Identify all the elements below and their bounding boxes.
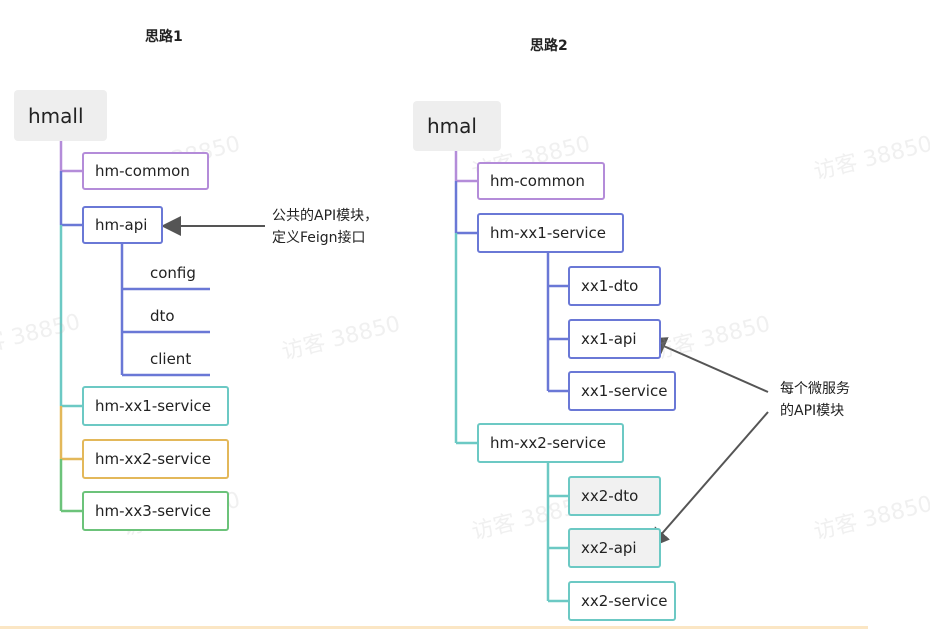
right-node-xx1-service: xx1-service [568,371,676,411]
right-annotation: 每个微服务 的API模块 [780,381,850,419]
right-node-xx1-dto: xx1-dto [568,266,661,306]
left-annotation: 公共的API模块， 定义Feign接口 [272,208,379,246]
right-node-xx2-dto: xx2-dto [568,476,661,516]
right-node-xx2-api: xx2-api [568,528,661,568]
right-node-hm-common: hm-common [477,162,605,200]
right-diagram-title: 思路2 [530,38,568,54]
left-node-hm-xx1-service: hm-xx1-service [82,386,229,426]
left-node-hm-xx3-service: hm-xx3-service [82,491,229,531]
left-node-hm-xx2-service: hm-xx2-service [82,439,229,479]
left-node-hm-api: hm-api [82,206,163,244]
right-root-node: hmal [413,101,501,151]
left-node-dto: dto [150,307,175,325]
right-node-xx1-api: xx1-api [568,319,661,359]
left-diagram-title: 思路1 [145,29,183,45]
left-node-hm-common: hm-common [82,152,209,190]
right-node-hm-xx1-service: hm-xx1-service [477,213,624,253]
right-node-xx2-service: xx2-service [568,581,676,621]
left-node-config: config [150,264,196,282]
right-node-hm-xx2-service: hm-xx2-service [477,423,624,463]
left-root-node: hmall [14,90,107,141]
bottom-divider [0,626,868,629]
left-node-client: client [150,350,192,368]
